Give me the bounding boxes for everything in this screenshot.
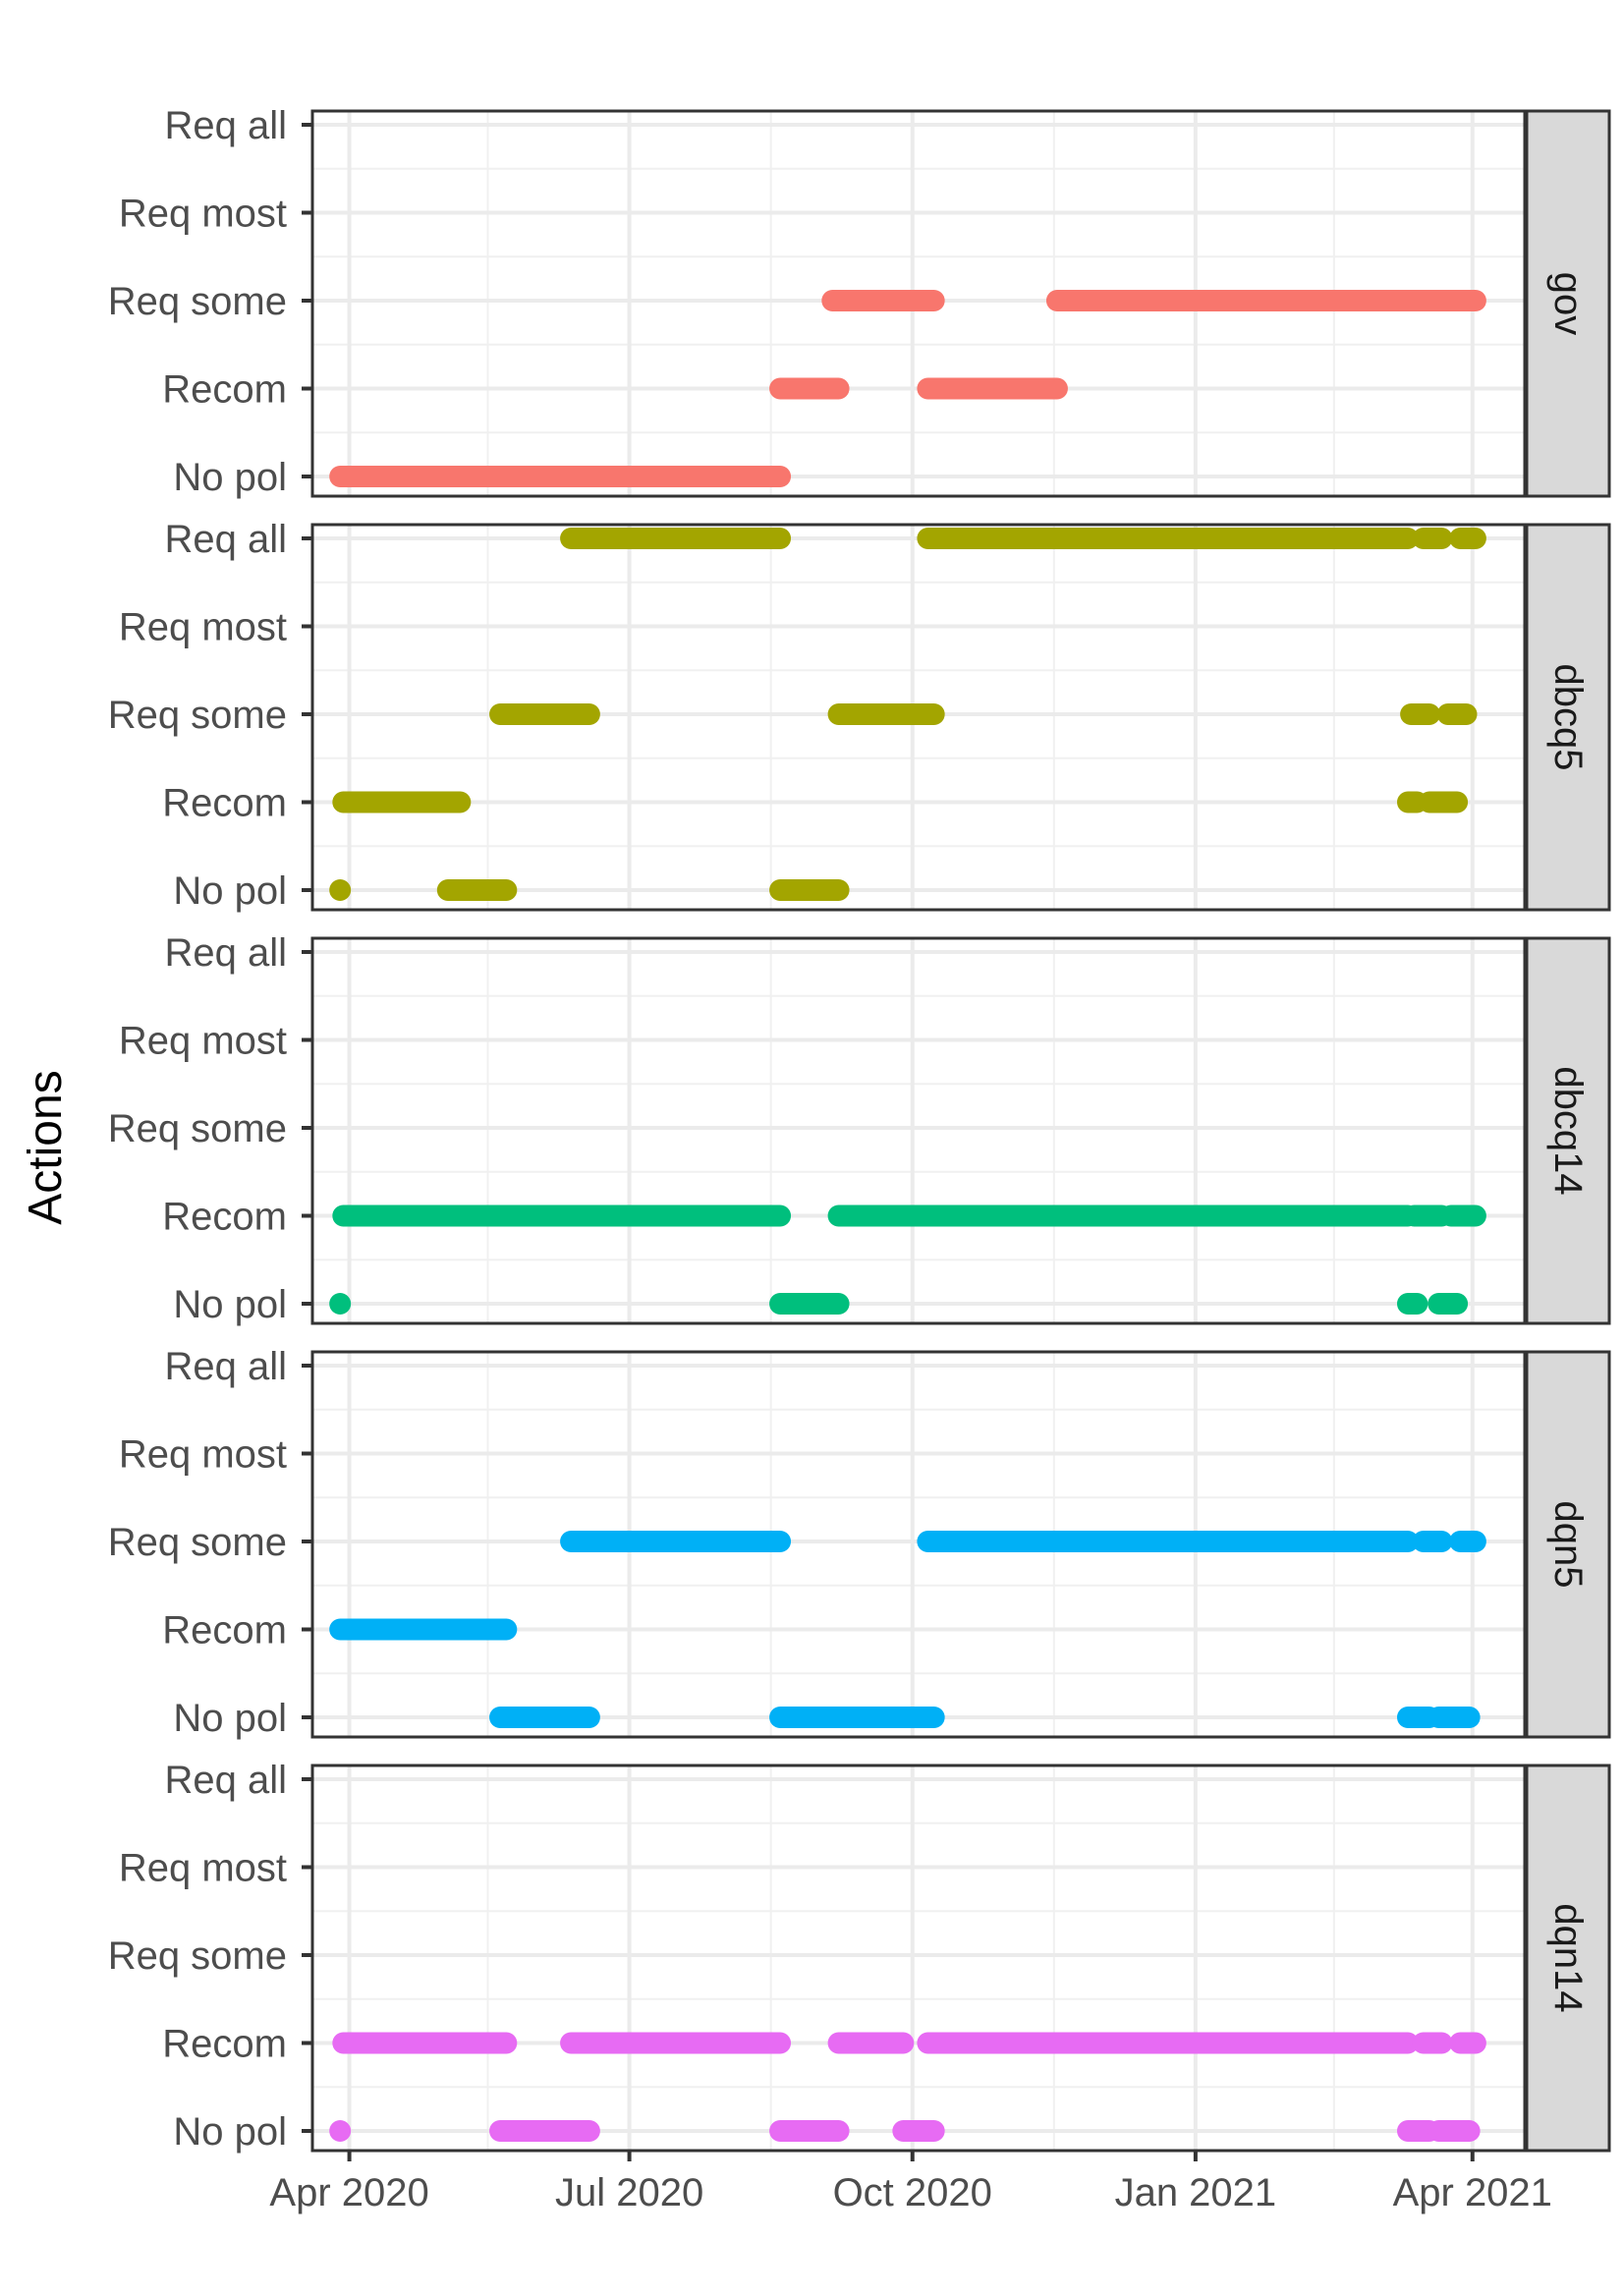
facet-panel-gov: No pol Recom Req some Req most Req all gov [108, 104, 1611, 499]
y-tick-label: Req all [164, 1759, 287, 1802]
x-tick-label: Jul 2020 [555, 2171, 703, 2214]
y-tick-label: Recom [162, 782, 287, 825]
facet-strip-label: dbcq5 [1546, 664, 1590, 771]
y-tick-label: Recom [162, 1609, 287, 1652]
facet-strip [1525, 1764, 1611, 2153]
panel-border [310, 523, 1527, 912]
y-tick-label: Req most [119, 606, 287, 649]
y-tick-label: Req all [164, 518, 287, 561]
facet-strip [1525, 523, 1611, 912]
panel-border [310, 109, 1527, 498]
facet-strip-label: dqn5 [1546, 1501, 1590, 1589]
y-tick-label: Req most [119, 1020, 287, 1063]
y-tick-label: No pol [173, 869, 287, 913]
y-tick-label: Req some [108, 1934, 287, 1978]
y-axis-title: Actions [20, 1070, 72, 1224]
facet-strip [1525, 936, 1611, 1325]
x-tick-label: Jan 2021 [1115, 2171, 1277, 2214]
y-tick-label: No pol [173, 456, 287, 499]
panel-border [310, 936, 1527, 1325]
y-tick-label: Recom [162, 368, 287, 412]
y-tick-label: No pol [173, 1283, 287, 1326]
y-tick-label: Req most [119, 1847, 287, 1890]
facet-strip [1525, 109, 1611, 498]
facet-strip [1525, 1350, 1611, 1739]
y-tick-label: Req some [108, 1521, 287, 1564]
facet-strip-label: dqn14 [1546, 1903, 1590, 2012]
y-tick-label: Recom [162, 2023, 287, 2066]
y-tick-label: Req all [164, 1345, 287, 1388]
facet-panel-dqn14: No pol Recom Req some Req most Req all dqn14 [108, 1759, 1611, 2154]
panel-border [310, 1350, 1527, 1739]
y-tick-label: No pol [173, 2110, 287, 2154]
panel-border [310, 1764, 1527, 2153]
y-tick-label: Req most [119, 193, 287, 236]
facet-panel-dbcq14: No pol Recom Req some Req most Req all dbcq14 [108, 931, 1611, 1326]
x-tick-label: Apr 2020 [269, 2171, 428, 2214]
facet-strip-label: gov [1546, 272, 1590, 336]
y-tick-label: Req some [108, 280, 287, 323]
facet-panel-dbcq5: No pol Recom Req some Req most Req all dbcq5 [108, 518, 1611, 913]
y-tick-label: Req some [108, 1107, 287, 1150]
y-tick-label: Req all [164, 104, 287, 147]
y-tick-label: Req all [164, 931, 287, 975]
x-tick-label: Apr 2021 [1393, 2171, 1552, 2214]
y-tick-label: Req some [108, 694, 287, 737]
facet-panel-dqn5: No pol Recom Req some Req most Req all dqn5 [108, 1345, 1611, 1740]
y-tick-label: No pol [173, 1697, 287, 1740]
x-tick-label: Oct 2020 [833, 2171, 992, 2214]
x-axis: Apr 2020 Jul 2020 Oct 2020 Jan 2021 Apr 2021 [269, 2151, 1552, 2214]
y-tick-label: Req most [119, 1433, 287, 1477]
facet-strip-label: dbcq14 [1546, 1066, 1590, 1195]
y-tick-label: Recom [162, 1196, 287, 1239]
